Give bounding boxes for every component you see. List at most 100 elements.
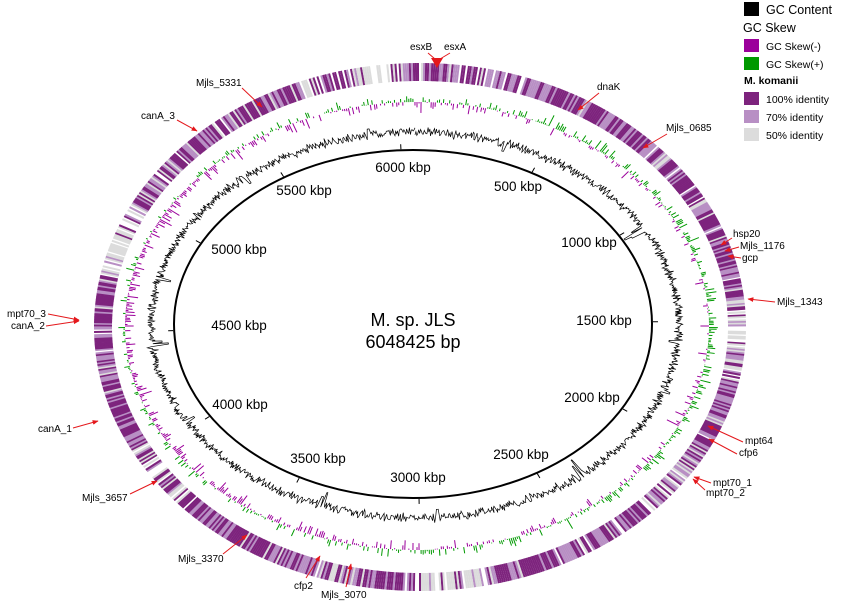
identity-segment [657,159,674,173]
identity-segment [208,513,222,529]
gc-skew-bar [525,533,528,536]
identity-segment [183,144,198,159]
identity-segment [726,304,745,308]
identity-segment [267,544,278,562]
identity-segment [134,445,152,457]
identity-segment [449,571,454,590]
identity-segment [131,201,149,213]
scale-tick [296,477,300,483]
gc-skew-bar [512,109,516,115]
identity-segment [332,72,339,91]
identity-segment [181,494,197,509]
scale-tick [536,473,541,479]
tick-label: 4000 kbp [212,397,268,412]
identity-segment [666,168,682,181]
gc-skew-bar [566,518,574,529]
gc-skew-bar [260,513,262,516]
gc-skew-bar [221,159,225,164]
identity-segment [694,436,712,447]
identity-segment [322,561,330,580]
identity-segment [600,112,613,129]
identity-segment [267,92,278,110]
gc-skew-bar [623,483,627,486]
gc-skew-bar [655,201,661,206]
identity-segment [402,63,406,82]
identity-segment [723,366,742,371]
identity-segment [285,85,296,103]
identity-segment [718,260,737,267]
identity-segment [719,384,737,391]
identity-segment [109,244,128,252]
identity-segment [95,347,114,352]
identity-segment [316,76,324,94]
gc-skew-bar [181,192,188,197]
gc-skew-bar [528,119,531,124]
identity-segment [211,515,225,532]
identity-segment [94,314,113,318]
identity-segment [98,366,117,371]
gc-skew-bar [140,397,143,399]
gc-skew-bar [174,200,181,205]
gc-skew-bar [144,244,154,249]
gc-skew-bar [655,454,661,460]
identity-segment [221,116,234,133]
identity-segment [671,467,688,479]
identity-segment [584,534,596,551]
gc-skew-bar [706,297,717,300]
gc-skew-bar [589,146,593,150]
genome-length: 6048425 bp [365,332,460,352]
identity-segment [98,279,117,285]
identity-segment [337,565,345,583]
gc-skew-bar [249,510,253,514]
identity-segment [99,274,119,281]
gc-skew-bar [707,347,716,350]
gene-name-label: Mjls_5331 [196,78,242,89]
identity-segment [546,86,557,104]
gc-skew-bar [584,508,587,511]
gc-skew-bar [179,195,184,199]
gene-callout-arrow [642,133,668,149]
gc-skew-bar [675,429,678,432]
identity-segment [318,560,326,579]
gc-skew-bar [127,356,133,358]
identity-segment [624,129,638,145]
gc-skew-bar [677,221,684,226]
gc-skew-bar [540,121,543,124]
identity-segment [590,530,603,547]
gc-skew-bar [175,448,182,453]
identity-segment [667,472,684,485]
gc-skew-bar [334,541,337,546]
identity-segment [133,444,151,456]
identity-segment [244,534,256,551]
identity-segment [300,555,310,574]
identity-segment [543,551,553,570]
gc-skew-bar [645,464,652,470]
identity-segment [147,180,164,193]
gene-callout-arrow [72,420,99,429]
gc-skew-bar [168,208,180,216]
gc-skew-bar [326,537,328,540]
esx-locus-marker [431,58,443,68]
gc-skew-bar [607,495,613,501]
gc-skew-bar [686,239,690,242]
gc-skew-bar [163,209,167,212]
identity-segment [408,572,412,591]
gc-skew-bar [305,118,311,129]
gc-skew-bar [125,308,133,310]
identity-segment [176,150,191,164]
identity-segment [705,418,723,427]
gc-skew-bar [649,454,654,459]
gc-skew-bar [664,206,667,208]
gc-skew-bar [675,228,681,232]
identity-segment [99,278,118,284]
gc-skew-bar [522,530,525,535]
gc-skew-bar [557,125,561,130]
identity-segment [550,87,560,105]
identity-segment [721,373,741,380]
identity-segment [122,426,140,436]
gc-skew-bar [180,193,183,197]
tick-label: 3500 kbp [290,451,346,466]
identity-segment [163,478,179,491]
gc-skew-bar [674,430,681,435]
identity-segment [723,283,742,288]
